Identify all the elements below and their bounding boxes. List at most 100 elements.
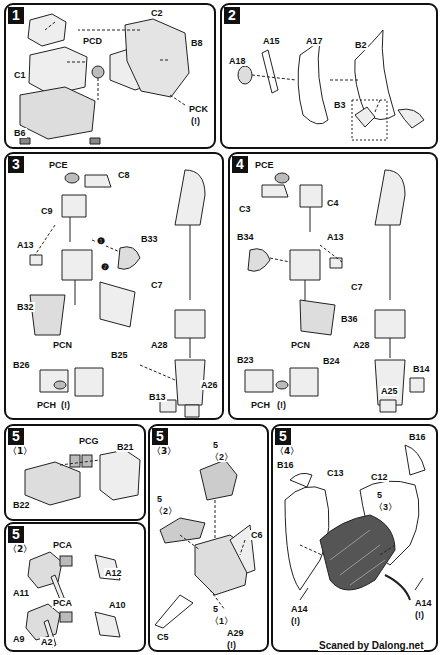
sub-step: 〈2〉: [8, 544, 32, 554]
part-label: (!): [290, 616, 301, 626]
part-label: B16: [276, 460, 295, 470]
part-label: C13: [326, 468, 345, 478]
part-label: ❷: [100, 262, 110, 272]
part-label: B22: [12, 500, 31, 510]
part-label: B8: [190, 38, 204, 48]
part-label: A17: [305, 36, 324, 46]
part-label: C5: [156, 632, 170, 642]
step-number: 5: [8, 428, 24, 445]
watermark: Scaned by Dalong.net: [318, 640, 424, 651]
part-label: A12: [104, 568, 123, 578]
part-label: C6: [250, 530, 264, 540]
leg-parts-right: [245, 170, 424, 412]
part-label: PCA: [52, 598, 73, 608]
part-label: PCH: [250, 400, 271, 410]
step-number: 2: [224, 7, 240, 24]
part-label: PCG: [78, 436, 100, 446]
sub-step: 〈1〉: [8, 446, 32, 456]
part-label: A26: [200, 380, 219, 390]
part-label: B24: [322, 356, 341, 366]
wing-core: [155, 460, 255, 628]
part-label: A10: [108, 600, 127, 610]
part-label: B3: [333, 100, 347, 110]
part-label: PCN: [52, 340, 73, 350]
part-label: B26: [12, 360, 31, 370]
part-label: B13: [148, 392, 167, 402]
part-label: A13: [16, 240, 35, 250]
part-label: PCK: [188, 104, 209, 114]
part-label: C3: [238, 204, 252, 214]
part-label: 〈2〉: [153, 506, 178, 516]
part-label: A28: [352, 340, 371, 350]
part-label: 5: [212, 604, 219, 614]
part-label: PCA: [52, 540, 73, 550]
part-label: (!): [276, 400, 287, 410]
step-panel: 4: [228, 152, 438, 420]
part-label: A15: [262, 36, 281, 46]
step-panel: 5〈2〉: [4, 522, 146, 652]
antenna-parts: [238, 30, 424, 140]
part-label: B23: [236, 355, 255, 365]
part-label: C12: [370, 472, 389, 482]
part-label: C7: [350, 282, 364, 292]
step-number: 1: [8, 7, 24, 24]
part-label: A28: [150, 340, 169, 350]
part-label: A14: [290, 604, 309, 614]
step-panel: 1: [4, 3, 216, 149]
part-label: B36: [340, 314, 359, 324]
part-label: C8: [117, 170, 131, 180]
part-label: C4: [326, 198, 340, 208]
part-label: 5: [156, 494, 163, 504]
part-label: B25: [110, 350, 129, 360]
backpack-parts: [25, 450, 140, 505]
part-label: A29: [226, 628, 245, 638]
leg-parts-left: [30, 170, 205, 417]
part-label: A14: [414, 598, 433, 608]
part-label: PCN: [290, 340, 311, 350]
part-label: (!): [226, 640, 237, 650]
part-label: A9: [12, 634, 26, 644]
step-number: 4: [232, 156, 248, 173]
sub-step: 〈3〉: [152, 446, 176, 456]
part-label: B32: [16, 302, 35, 312]
part-label: B21: [116, 442, 135, 452]
part-label: C7: [150, 280, 164, 290]
part-label: C1: [13, 70, 27, 80]
step-panel: 2: [220, 3, 438, 149]
part-label: 〈3〉: [373, 502, 398, 512]
step-number: 3: [8, 156, 24, 173]
part-label: B33: [140, 234, 159, 244]
step-number: 5: [275, 428, 291, 445]
part-label: (!): [190, 116, 201, 126]
part-label: 5: [212, 440, 219, 450]
sub-step: 〈4〉: [275, 446, 299, 456]
part-label: PCE: [254, 160, 275, 170]
part-label: (!): [60, 400, 71, 410]
part-label: 〈2〉: [209, 452, 234, 462]
part-label: B16: [408, 432, 427, 442]
part-label: C9: [40, 206, 54, 216]
part-label: (!): [414, 610, 425, 620]
part-label: B14: [412, 364, 431, 374]
head-parts: [20, 14, 189, 144]
part-label: C2: [150, 8, 164, 18]
step-number: 5: [8, 526, 24, 543]
part-label: 5: [376, 490, 383, 500]
part-label: PCH: [36, 400, 57, 410]
step-number: 5: [152, 428, 168, 445]
part-label: 〈1〉: [209, 616, 234, 626]
part-label: B34: [236, 232, 255, 242]
part-label: PCE: [48, 160, 69, 170]
part-label: ❶: [96, 236, 106, 246]
part-label: A25: [380, 386, 399, 396]
part-label: A11: [12, 588, 30, 598]
part-label: A2: [40, 637, 54, 647]
part-label: A13: [326, 232, 345, 242]
part-label: B2: [354, 40, 368, 50]
thruster-parts: [26, 552, 120, 647]
wing-assembly: [285, 445, 425, 600]
part-label: B6: [13, 128, 27, 138]
part-label: PCD: [82, 36, 103, 46]
part-label: A18: [228, 56, 247, 66]
step-panel: 3: [4, 152, 224, 420]
